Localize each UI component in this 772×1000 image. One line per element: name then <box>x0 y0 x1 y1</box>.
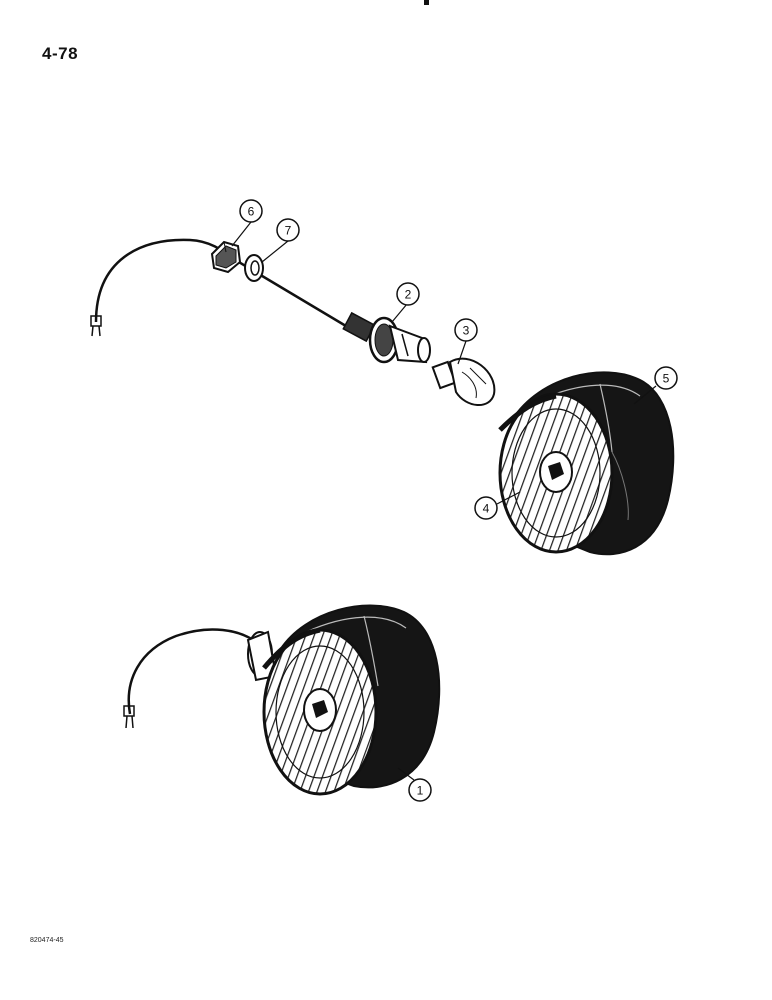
callout-3: 3 <box>454 318 478 365</box>
figure-code: 820474-45 <box>30 937 64 944</box>
callout-6-label: 6 <box>248 205 255 219</box>
callout-1-label: 1 <box>417 784 424 798</box>
callout-3-label: 3 <box>463 324 470 338</box>
upper-wire-terminal <box>90 315 102 337</box>
bulb-part-3 <box>431 357 496 406</box>
callout-4: 4 <box>474 491 521 520</box>
callout-5-label: 5 <box>663 372 670 386</box>
callout-7-label: 7 <box>285 224 292 238</box>
callout-2: 2 <box>391 282 420 323</box>
callout-4-label: 4 <box>483 502 490 516</box>
lower-wire <box>127 628 257 715</box>
socket-part-2 <box>342 311 431 364</box>
callout-7: 7 <box>261 218 300 263</box>
upper-lamp-lens-part-4 <box>498 392 614 554</box>
callout-5: 5 <box>633 366 678 405</box>
lower-wire-terminal <box>123 705 135 729</box>
washer-part-7 <box>244 254 264 282</box>
callout-6: 6 <box>231 199 263 247</box>
page-number: 4-78 <box>42 44 79 63</box>
top-mark <box>424 0 429 5</box>
callout-2-label: 2 <box>405 288 412 302</box>
lower-lamp-part-1 <box>262 627 378 796</box>
nut-part-6 <box>210 240 242 274</box>
callout-1: 1 <box>397 767 432 802</box>
